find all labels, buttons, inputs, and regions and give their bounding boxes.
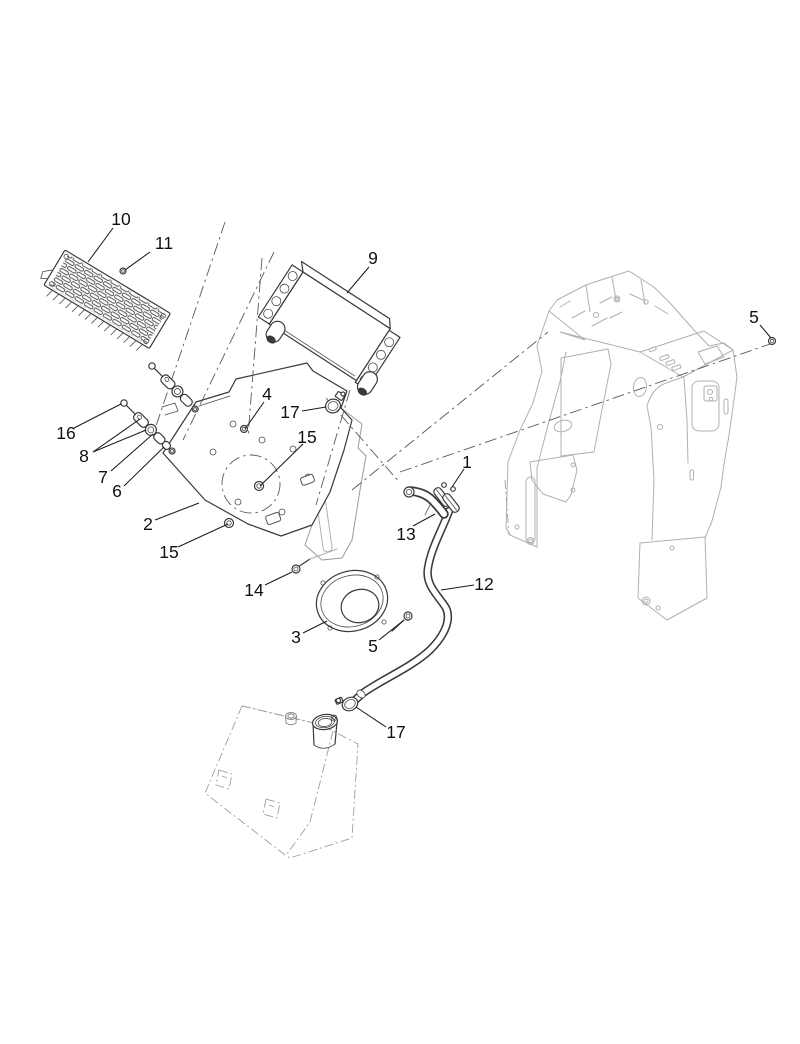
grille-teeth (46, 289, 143, 351)
leader-line-17-9 (301, 406, 327, 412)
hose-assembly (311, 391, 460, 749)
callout-3-14: 3 (291, 627, 301, 647)
callout-10-0: 10 (111, 209, 131, 229)
screw-11 (119, 267, 127, 275)
callout-11-1: 11 (155, 233, 173, 253)
callout-17-9: 17 (280, 402, 299, 422)
leader-line-10-0 (87, 227, 114, 263)
leader-line-14-13 (264, 571, 293, 586)
callout-17-19: 17 (386, 722, 405, 742)
leader-line-8-5 (92, 418, 141, 453)
leader-line-15-12 (177, 523, 229, 548)
callout-12-16: 12 (474, 574, 493, 594)
mount-hardware (120, 362, 199, 455)
callout-16-4: 16 (56, 423, 75, 443)
leader-line-8-5 (92, 429, 147, 453)
leader-line-9-2 (346, 266, 370, 294)
callout-7-6: 7 (98, 467, 108, 487)
frame-phantom (504, 270, 738, 621)
leader-line-5-3 (759, 324, 772, 339)
callout-6-7: 6 (112, 481, 122, 501)
callout-1-17: 1 (462, 452, 472, 472)
leader-line-5-15 (378, 619, 405, 641)
hose-end-cuff (356, 689, 366, 699)
latch (300, 473, 315, 486)
leader-line-4-8 (244, 401, 265, 430)
leader-line-17-19 (355, 706, 387, 728)
bolt-5-upper (767, 336, 777, 346)
callout-15-12: 15 (159, 542, 178, 562)
latch (265, 511, 282, 526)
bolt-5-lower (391, 611, 413, 632)
leader-line-13-18 (412, 513, 436, 527)
mount-stack-upper (148, 362, 199, 413)
hose-clamp-pair-1 (433, 482, 460, 513)
leader-line-3-14 (302, 620, 328, 634)
callout-13-18: 13 (396, 524, 415, 544)
callout-5-3: 5 (749, 307, 759, 327)
hose-clamp-17-upper (324, 391, 346, 414)
bolt-15b (223, 517, 235, 529)
mounting-plate (161, 362, 367, 561)
leader-line-1-17 (451, 468, 465, 488)
fan-ring (315, 569, 389, 633)
leader-line-11-1 (124, 251, 151, 271)
fan-opening (221, 454, 281, 514)
fuel-tank-phantom (204, 705, 359, 859)
grille-screen (40, 249, 171, 351)
plate-face (162, 362, 353, 537)
oil-cooler (257, 260, 401, 396)
callout-4-8: 4 (262, 384, 272, 404)
bolt-15a (253, 480, 265, 492)
leader-line-16-4 (73, 403, 122, 429)
callout-8-5: 8 (79, 446, 89, 466)
leader-line-6-7 (123, 446, 165, 487)
leader-line-12-16 (440, 584, 475, 591)
leader-line-15-10 (259, 443, 304, 487)
callout-9-2: 9 (368, 248, 378, 268)
callout-5-15: 5 (368, 636, 378, 656)
callout-14-13: 14 (244, 580, 264, 600)
fasteners (119, 267, 777, 632)
callout-15-10: 15 (297, 427, 316, 447)
mount-stack-lower (120, 399, 176, 455)
leader-line-2-11 (154, 502, 200, 521)
hose-clamp-17-lower (334, 696, 359, 712)
leader-line-7-6 (110, 433, 154, 472)
bolt-14 (291, 548, 338, 574)
callout-2-11: 2 (143, 514, 153, 534)
tank-cap (285, 712, 297, 726)
filler-neck (311, 713, 339, 749)
